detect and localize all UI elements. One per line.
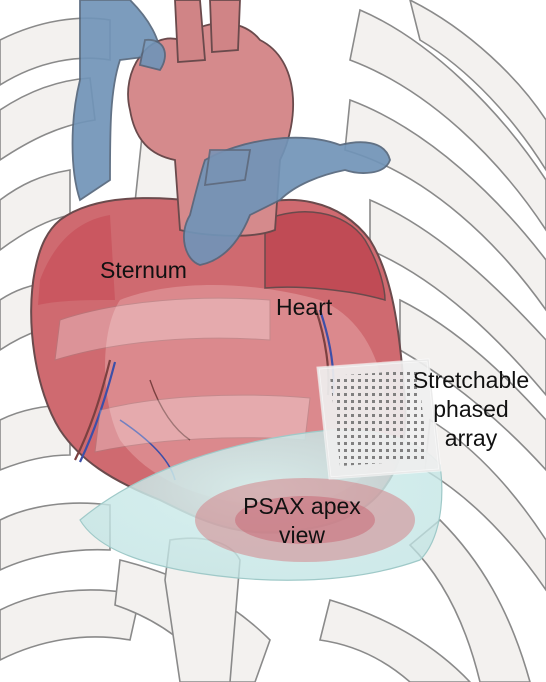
psax-view-label: PSAX apex view [222,492,382,550]
psax-view-label-line-1: PSAX apex [222,492,382,521]
phased-array-label: Stretchable phased array [396,366,546,453]
sternum-label: Sternum [100,256,187,285]
heart-label: Heart [276,293,332,322]
psax-view-label-line-2: view [222,521,382,550]
phased-array-label-line-1: Stretchable [396,366,546,395]
phased-array-label-line-2: phased [396,395,546,424]
phased-array-label-line-3: array [396,424,546,453]
